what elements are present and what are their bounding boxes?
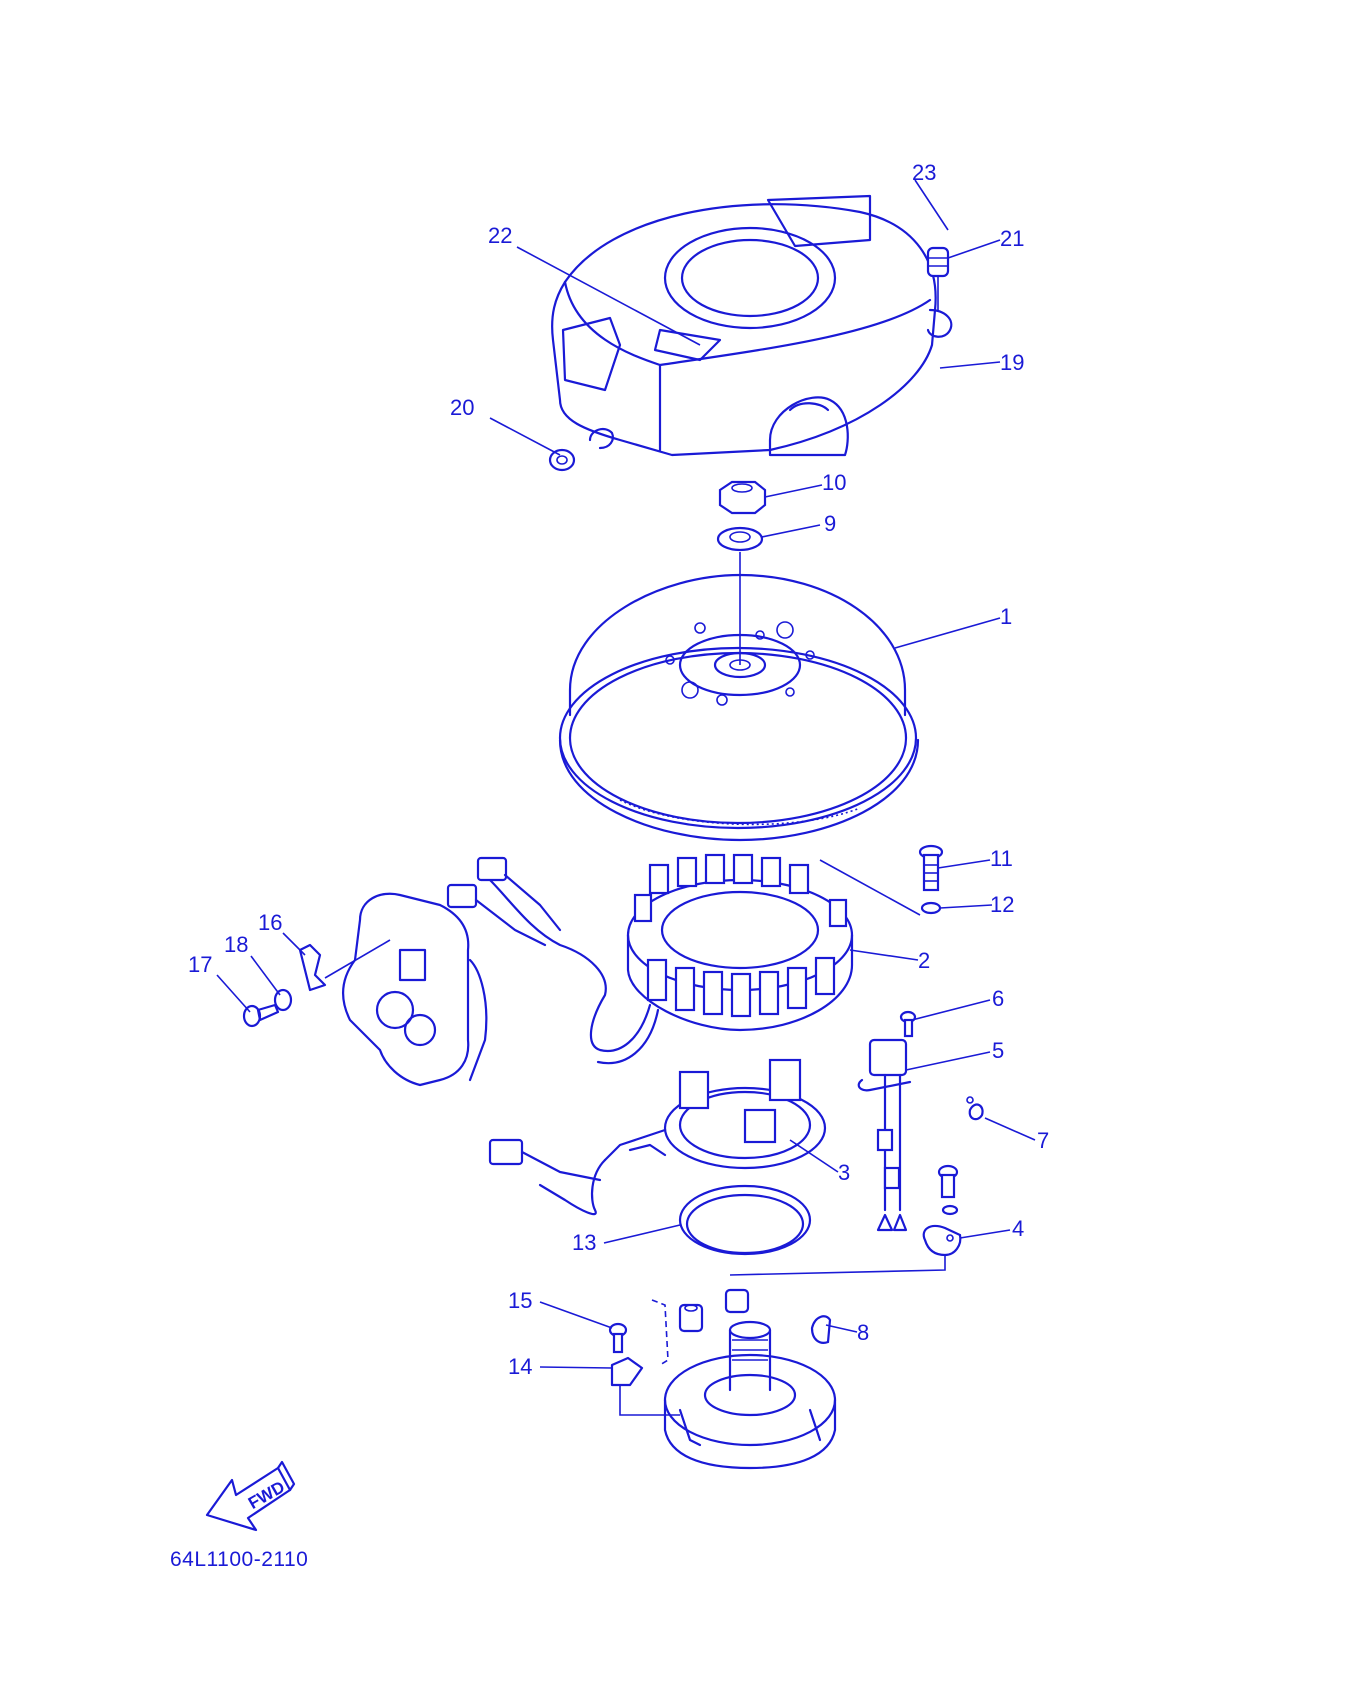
spring-pin-7 <box>966 1096 984 1121</box>
ignition-coil <box>857 1038 912 1232</box>
pulser-connector <box>488 1138 524 1166</box>
decal-label-22 <box>653 328 722 362</box>
pulser-coil-assembly <box>488 1058 827 1216</box>
screw-6 <box>899 1010 917 1038</box>
callout-14: 14 <box>508 1354 532 1379</box>
clamp-bolt <box>937 1164 959 1216</box>
callout-11: 11 <box>990 846 1013 871</box>
callout-17: 17 <box>188 952 212 977</box>
flywheel-cover <box>551 194 953 457</box>
callout-15: 15 <box>508 1288 532 1313</box>
fwd-direction-arrow: FWD <box>205 1460 296 1532</box>
grommet-20 <box>548 448 576 472</box>
washer-9 <box>716 526 764 552</box>
callout-3: 3 <box>838 1160 850 1185</box>
clamp-4 <box>922 1224 962 1257</box>
callout-6: 6 <box>992 986 1004 1011</box>
woodruff-key-8 <box>810 1315 832 1344</box>
pulser-coil-b <box>768 1058 802 1102</box>
flywheel <box>558 552 920 842</box>
callout-12: 12 <box>990 892 1014 917</box>
bolt-11 <box>918 844 944 892</box>
pulser-coil-a <box>678 1070 710 1110</box>
stator-connector-b <box>446 883 478 909</box>
washer-18 <box>273 988 293 1012</box>
stator <box>626 853 854 1032</box>
leader-lines <box>216 179 1036 1369</box>
callout-21: 21 <box>1000 226 1024 251</box>
callout-8: 8 <box>857 1320 869 1345</box>
screw-15 <box>608 1322 628 1354</box>
callout-22: 22 <box>488 223 512 248</box>
callout-16: 16 <box>258 910 282 935</box>
base-housing <box>663 1320 837 1470</box>
callout-10: 10 <box>822 470 846 495</box>
screw-17 <box>242 1003 280 1028</box>
callout-2: 2 <box>918 948 930 973</box>
nut-10 <box>718 480 767 515</box>
decal-label-23 <box>766 194 872 248</box>
callout-5: 5 <box>992 1038 1004 1063</box>
callout-18: 18 <box>224 932 248 957</box>
callout-numbers: 23 21 22 19 20 10 9 1 11 12 2 6 5 7 3 4 … <box>188 160 1049 1379</box>
callout-20: 20 <box>450 395 474 420</box>
drawing-code: 64L1100-2110 <box>170 1548 308 1571</box>
grommet-21 <box>926 246 950 312</box>
callout-19: 19 <box>1000 350 1024 375</box>
clip-14 <box>610 1356 644 1387</box>
side-decal <box>561 316 622 392</box>
callout-1: 1 <box>1000 604 1012 629</box>
callout-23: 23 <box>912 160 936 185</box>
retaining-ring-13 <box>678 1184 812 1256</box>
stator-harness <box>446 856 660 1065</box>
callout-4: 4 <box>1012 1216 1024 1241</box>
sleeve <box>678 1288 750 1333</box>
bracket-plate <box>341 892 488 1087</box>
clip-16 <box>298 943 327 992</box>
callout-13: 13 <box>572 1230 596 1255</box>
stator-connector-a <box>476 856 508 882</box>
washer-12 <box>920 901 942 915</box>
callout-7: 7 <box>1037 1128 1049 1153</box>
fwd-label: FWD <box>245 1477 288 1513</box>
callout-9: 9 <box>824 511 836 536</box>
